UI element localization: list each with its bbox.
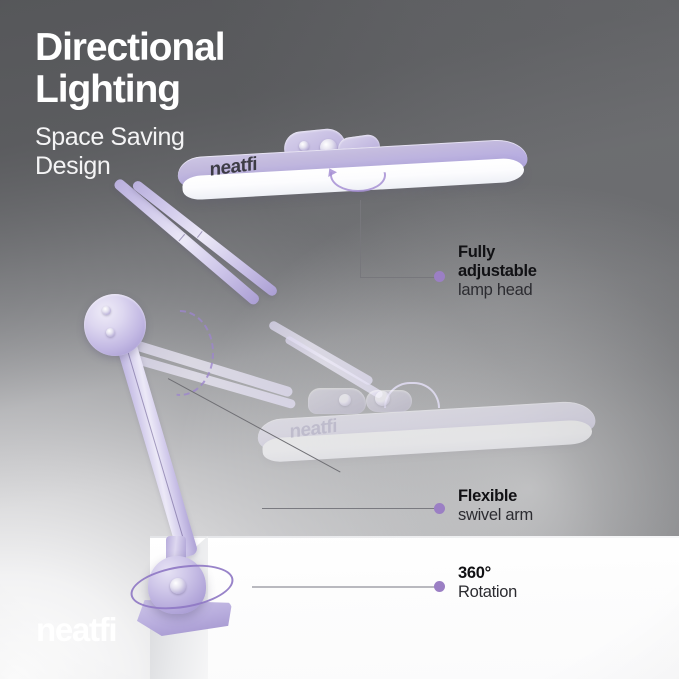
callout-1-title-line-2: adjustable — [458, 262, 537, 281]
brand-logo: neatfi — [36, 611, 118, 648]
leader-line-horizontal-callout-3 — [252, 586, 440, 588]
elbow-screw-upper — [102, 306, 111, 315]
subtitle-line-2: Design — [35, 151, 111, 180]
page-title: Directional Lighting — [35, 26, 455, 112]
subtitle-line-1: Space Saving — [35, 123, 185, 152]
ghost-head-pivot-screw-left — [339, 394, 351, 406]
callout-3-subtitle: Rotation — [458, 583, 518, 602]
title-line-2: Lighting — [35, 68, 181, 112]
ghost-head-hinge-body — [308, 388, 366, 414]
callout-1-title: Fully adjustable — [458, 243, 537, 281]
elbow-screw-lower — [106, 328, 115, 337]
ghost-head-pivot-screw-right — [375, 391, 390, 406]
callout-2-title: Flexible — [458, 487, 518, 505]
leader-dot-callout-1 — [434, 271, 445, 282]
callout-3-title: 360° — [458, 564, 491, 582]
page-subtitle: Space Saving Design — [35, 123, 455, 180]
leader-line-vertical-callout-1 — [360, 200, 362, 278]
callout-1-title-line-1: Fully — [458, 243, 496, 261]
leader-line-horizontal-callout-2 — [262, 508, 440, 510]
callout-360-rotation: 360° Rotation — [458, 564, 517, 602]
head-pivot-screw-left — [299, 141, 309, 151]
desk-surface — [150, 536, 679, 679]
clamp-pivot-screw — [170, 578, 186, 594]
elbow-joint — [84, 294, 146, 356]
leader-dot-callout-2 — [434, 503, 445, 514]
leader-line-horizontal-callout-1 — [360, 276, 440, 278]
callout-fully-adjustable-lamp-head: Fully adjustable lamp head — [458, 243, 537, 300]
callout-1-subtitle: lamp head — [458, 281, 533, 300]
callout-flexible-swivel-arm: Flexible swivel arm — [458, 487, 533, 525]
title-line-1: Directional — [35, 26, 226, 69]
lamp-head-secondary-position: neatfi — [256, 400, 597, 472]
headline-block: Directional Lighting Space Saving Design — [35, 26, 455, 180]
leader-dot-callout-3 — [434, 581, 445, 592]
callout-2-subtitle: swivel arm — [458, 506, 533, 525]
